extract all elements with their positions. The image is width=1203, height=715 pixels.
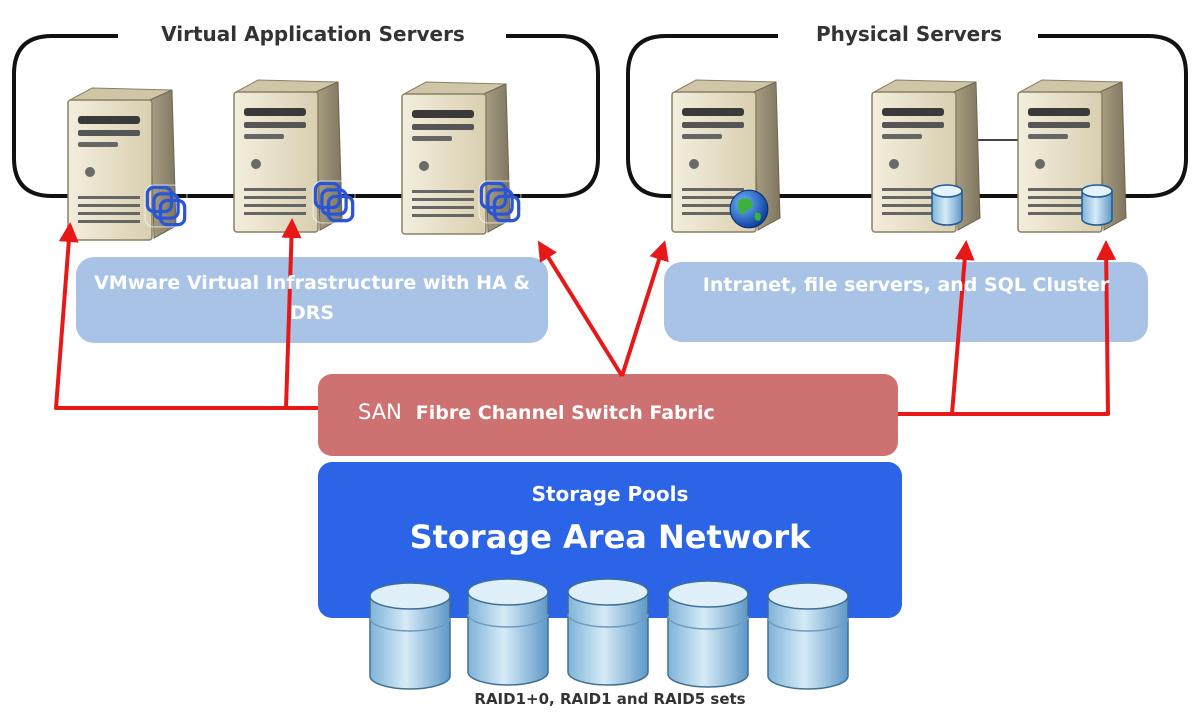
disk-cylinder-icon bbox=[369, 582, 451, 690]
database-icon bbox=[1081, 184, 1113, 226]
server-icon bbox=[233, 79, 343, 233]
virtual-servers-title: Virtual Application Servers bbox=[120, 22, 506, 46]
database-icon bbox=[931, 184, 963, 226]
arrow-icon bbox=[952, 240, 1117, 416]
physical-servers-title: Physical Servers bbox=[780, 22, 1038, 46]
storage-pools-label: Storage Pools bbox=[531, 482, 689, 506]
san-label-row: SAN Fibre Channel Switch Fabric bbox=[358, 400, 818, 424]
arrow-icon bbox=[54, 222, 318, 410]
server-icon bbox=[871, 79, 981, 233]
virtual-caption-pill bbox=[76, 257, 548, 343]
physical-caption: Intranet, file servers, and SQL Cluster bbox=[702, 274, 1110, 296]
disk-cylinder-icon bbox=[467, 578, 549, 686]
arrow-icon bbox=[620, 240, 669, 377]
virtual-caption: VMware Virtual Infrastructure with HA & … bbox=[94, 272, 530, 324]
storage-pool-block bbox=[318, 462, 902, 618]
san-tag: SAN bbox=[358, 400, 402, 424]
disk-cylinder-icon bbox=[667, 580, 749, 688]
disk-cylinder-icon bbox=[767, 582, 849, 690]
arrow-icon bbox=[281, 218, 302, 409]
globe-icon bbox=[729, 189, 769, 229]
storage-area-network-title: Storage Area Network bbox=[409, 518, 811, 556]
san-fabric-bar bbox=[318, 374, 898, 456]
arrow-icon bbox=[537, 240, 624, 378]
disk-cylinder-icon bbox=[567, 578, 649, 686]
physical-caption-pill bbox=[664, 262, 1148, 342]
raid-caption: RAID1+0, RAID1 and RAID5 sets bbox=[474, 690, 746, 708]
san-label: Fibre Channel Switch Fabric bbox=[415, 402, 715, 424]
